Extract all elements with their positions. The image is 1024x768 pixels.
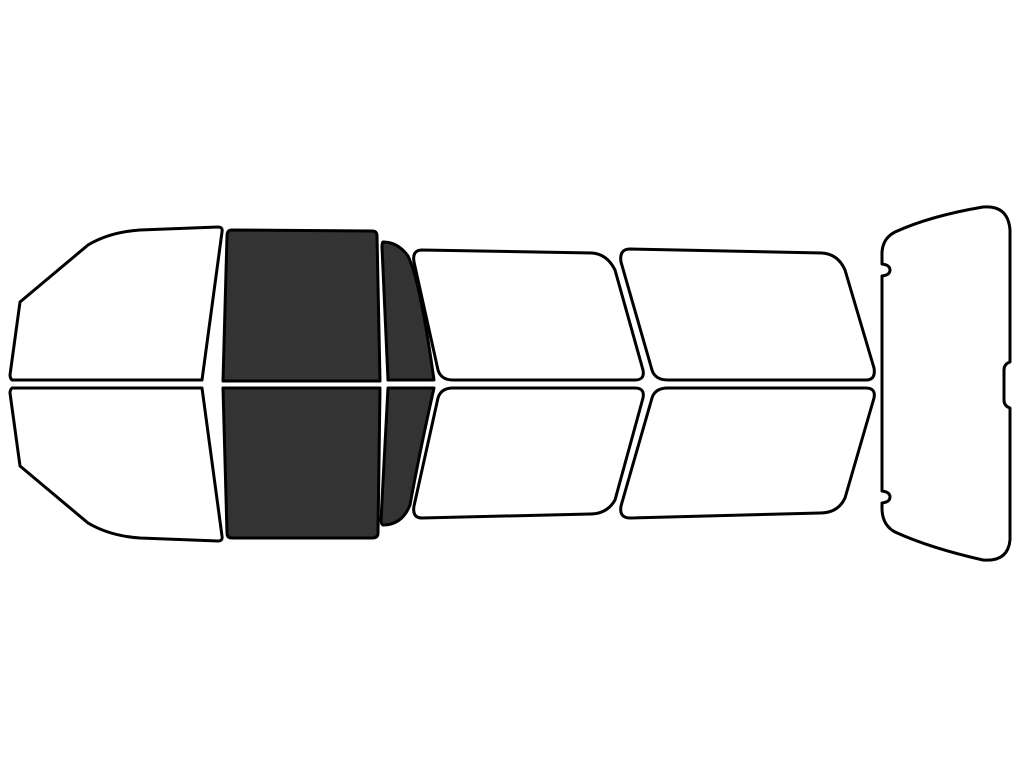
window-quarter-upper[interactable]: [619, 247, 876, 382]
window-vent-upper[interactable]: [380, 240, 436, 382]
window-back-glass[interactable]: [880, 205, 1012, 562]
window-front-door-upper[interactable]: [221, 228, 382, 383]
window-windshield-upper[interactable]: [8, 225, 224, 382]
window-rear-door-upper[interactable]: [412, 248, 645, 382]
window-vent-lower[interactable]: [379, 386, 436, 527]
window-windshield-lower[interactable]: [8, 386, 224, 543]
window-front-door-lower[interactable]: [221, 386, 382, 540]
window-rear-door-lower[interactable]: [412, 386, 645, 520]
window-quarter-lower[interactable]: [619, 386, 876, 520]
